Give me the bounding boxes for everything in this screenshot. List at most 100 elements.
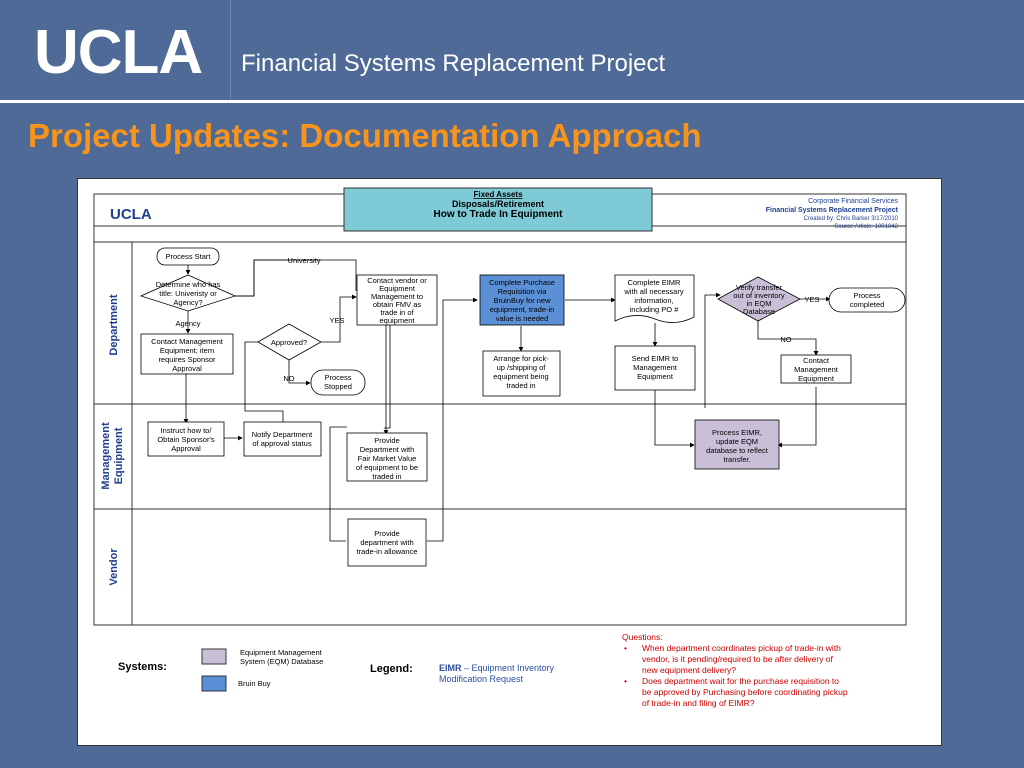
node-provide-trade [347,518,427,567]
label-contact-mgmt-1: Contact Management [151,337,224,346]
label-arrange-4: traded in [506,381,535,390]
label-contact-mgmt-3: requires Sponsor [158,355,216,364]
label-determine-1: Determine who has [156,280,221,289]
legend-definition-line1: EIMR – Equipment Inventory [439,663,555,673]
diagram-ucla-logo: UCLA [110,206,152,223]
node-notify [243,421,322,457]
node-approved-decision [257,323,322,361]
label-process-eimr-3: database to reflect [706,446,769,455]
label-process-eimr-1: Process EIMR, [712,428,762,437]
label-process-completed-2: completed [850,300,885,309]
info-line3: Created by: Chris Barker 3/17/2010 [804,216,899,222]
label-no2: NO [780,335,791,344]
label-contact-vendor-6: equipment [379,316,415,325]
label-contact-mgmt-2: Equipment; item [160,346,214,355]
label-instruct-3: Approval [171,444,201,453]
label-contact-vendor-4: obtain FMV as [373,300,422,309]
label-verify-4: Database [743,307,775,316]
label-complete-eimr-4: including PO # [630,305,680,314]
node-verify-decision [717,276,801,322]
label-complete-pr-5: value is needed [496,314,549,323]
label-process-eimr-2: update EQM [716,437,758,446]
node-process-start [156,247,220,266]
info-line4: Source Article: 1001842 [834,224,898,230]
label-provide-fmv-1: Provide [374,436,399,445]
diagram-panel: UCLA Fixed Assets Disposals/Retirement H… [77,178,942,746]
header-subtitle: Financial Systems Replacement Project [241,50,666,77]
lane-vendor-label: Vendor [108,548,120,586]
node-contact-mgmt [140,333,234,375]
node-arrange-pickup [482,350,561,397]
node-determine-decision [139,274,237,312]
question-2-line1: Does department wait for the purchase re… [642,676,839,686]
label-yes2: YES [804,295,819,304]
label-contact-mgmt2-2: Management [794,365,839,374]
label-contact-mgmt-4: Approval [172,364,202,373]
label-verify-2: out of inventory [733,291,785,300]
lane-management-label-line2: Equipment [113,427,125,484]
label-complete-pr-3: BruinBuy for new [493,296,551,305]
question-1-line1: When department coordinates pickup of tr… [642,643,841,653]
question-1-line3: new equipment delivery? [642,665,736,675]
label-send-eimr-1: Send EIMR to [632,354,679,363]
questions-title: Questions: [622,632,663,642]
legend-def1: – Equipment Inventory [462,663,555,673]
process-title-line3: How to Trade In Equipment [434,209,564,220]
question-2-bullet: • [624,676,627,686]
label-complete-pr-4: equipment, trade-in [490,305,555,314]
systems-eqm-line2: System (EQM) Database [240,657,323,666]
question-1-bullet: • [624,643,627,653]
label-process-completed-1: Process [853,291,880,300]
label-provide-trade-1: Provide [374,529,399,538]
node-complete-eimr [614,274,695,323]
question-1-line2: vendor, is it pending/required to be aft… [642,654,834,664]
node-process-eimr [694,419,780,470]
ucla-logo: UCLA [34,18,203,87]
label-complete-pr-1: Complete Purchase [489,278,555,287]
systems-bruinbuy-swatch [201,675,227,692]
systems-eqm-swatch [201,648,227,665]
label-complete-eimr-2: with all necessary [623,287,683,296]
label-complete-eimr-3: information, [634,296,673,305]
slide-title: Project Updates: Documentation Approach [28,117,702,154]
systems-bruinbuy-label: Bruin Buy [238,679,271,688]
label-arrange-3: equipment being [493,372,548,381]
label-notify-2: of approval status [252,439,311,448]
label-contact-vendor-2: Equipment [379,284,416,293]
process-title-box [343,187,653,232]
node-provide-fmv [346,432,428,482]
header-divider [230,0,231,100]
label-send-eimr-3: Equipment [637,372,674,381]
label-provide-fmv-5: traded in [372,472,401,481]
label-contact-mgmt2-1: Contact [803,356,830,365]
header-rule [0,100,1024,103]
node-send-eimr [614,345,696,391]
label-contact-vendor-5: trade in of [380,308,414,317]
label-provide-fmv-2: Department with [360,445,415,454]
lane-management-label-line1: Management [100,422,112,490]
node-instruct [147,421,225,457]
label-determine-2: title: Univeristy or [159,289,217,298]
label-determine-3: Agency? [173,298,202,307]
label-approved: Approved? [271,338,307,347]
node-contact-mgmt2 [780,354,852,384]
label-process-eimr-4: transfer. [723,455,750,464]
process-flow-diagram: UCLA Fixed Assets Disposals/Retirement H… [93,187,907,708]
label-instruct-1: Instruct how to/ [161,426,213,435]
systems-label: Systems: [118,661,167,673]
slide-header: UCLA Financial Systems Replacement Proje… [0,0,1024,100]
label-complete-pr-2: Requisition via [498,287,548,296]
label-process-stopped-2: Stopped [324,382,352,391]
lane-department-label: Department [108,294,120,355]
label-provide-trade-2: department with [360,538,413,547]
label-send-eimr-2: Management [633,363,678,372]
label-verify-1: Verify transfer [736,283,783,292]
label-notify-1: Notify Department [252,430,313,439]
label-yes1: YES [329,316,344,325]
label-contact-vendor-3: Management to [371,292,423,301]
label-provide-fmv-3: Fair Market Value [358,454,417,463]
label-agency: Agency [175,319,200,328]
label-verify-3: in EQM [746,299,771,308]
label-complete-eimr-1: Complete EIMR [628,278,682,287]
systems-eqm-line1: Equipment Management [240,648,323,657]
